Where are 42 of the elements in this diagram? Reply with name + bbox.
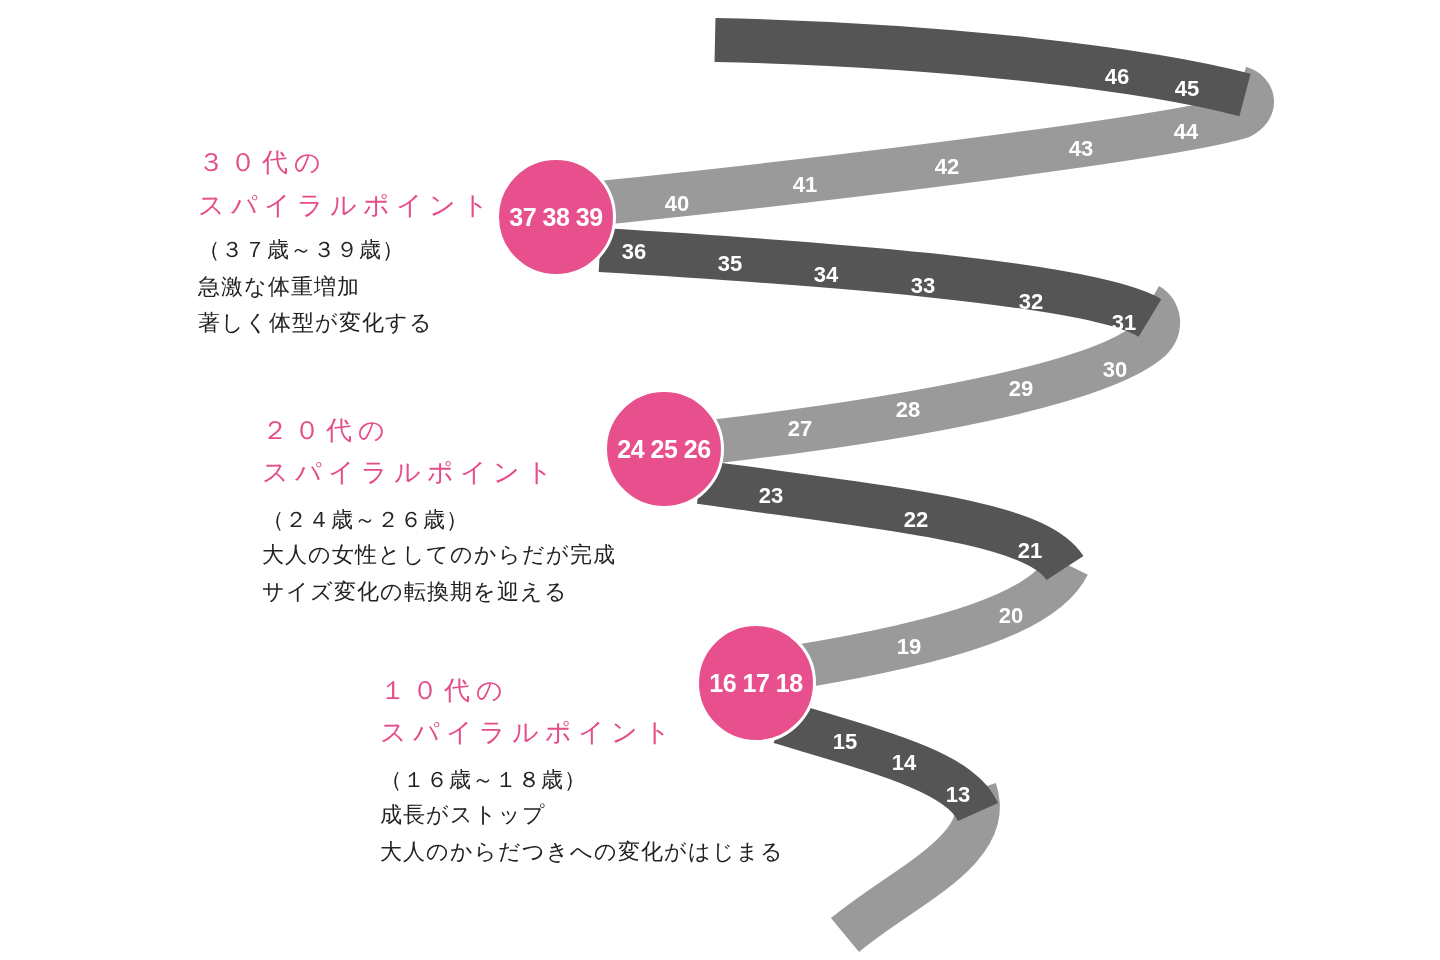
age-number: 27 bbox=[787, 416, 813, 442]
description-text: 著しく体型が変化する bbox=[198, 309, 433, 337]
age-number: 34 bbox=[813, 262, 839, 288]
spiral-point-heading: ３０代の bbox=[198, 146, 327, 179]
description-text: （１６歳～１８歳） bbox=[380, 766, 587, 794]
age-number: 41 bbox=[792, 172, 818, 198]
age-number: 46 bbox=[1104, 64, 1130, 90]
age-circle: 24 25 26 bbox=[604, 389, 724, 509]
age-circle: 16 17 18 bbox=[696, 623, 816, 743]
spiral-point-heading: スパイラルポイント bbox=[198, 189, 495, 222]
description-text: 急激な体重増加 bbox=[198, 273, 360, 301]
description-text: （２４歳～２６歳） bbox=[262, 506, 469, 534]
age-number: 29 bbox=[1008, 376, 1034, 402]
age-number: 20 bbox=[998, 603, 1024, 629]
age-number: 40 bbox=[664, 191, 690, 217]
description-text: 成長がストップ bbox=[380, 801, 546, 829]
age-number: 14 bbox=[891, 750, 917, 776]
description-text: 大人のからだつきへの変化がはじまる bbox=[380, 838, 784, 866]
age-number: 45 bbox=[1174, 76, 1200, 102]
age-number: 42 bbox=[934, 154, 960, 180]
age-number: 43 bbox=[1068, 136, 1094, 162]
age-number: 44 bbox=[1173, 119, 1199, 145]
spiral-point-heading: スパイラルポイント bbox=[262, 456, 559, 489]
spiral-point-heading: １０代の bbox=[380, 674, 509, 707]
age-number: 13 bbox=[945, 782, 971, 808]
age-circle: 37 38 39 bbox=[496, 157, 616, 277]
age-number: 30 bbox=[1102, 357, 1128, 383]
age-number: 35 bbox=[717, 251, 743, 277]
age-number: 33 bbox=[910, 273, 936, 299]
description-text: （３７歳～３９歳） bbox=[198, 236, 405, 264]
age-number: 15 bbox=[832, 729, 858, 755]
age-number: 32 bbox=[1018, 289, 1044, 315]
age-number: 22 bbox=[903, 507, 929, 533]
spiral-point-heading: ２０代の bbox=[262, 414, 391, 447]
description-text: サイズ変化の転換期を迎える bbox=[262, 578, 568, 606]
description-text: 大人の女性としてのからだが完成 bbox=[262, 541, 616, 569]
age-number: 28 bbox=[895, 397, 921, 423]
age-number: 36 bbox=[621, 239, 647, 265]
spiral-point-heading: スパイラルポイント bbox=[380, 716, 677, 749]
age-number: 23 bbox=[758, 483, 784, 509]
age-number: 21 bbox=[1017, 538, 1043, 564]
age-number: 19 bbox=[896, 634, 922, 660]
